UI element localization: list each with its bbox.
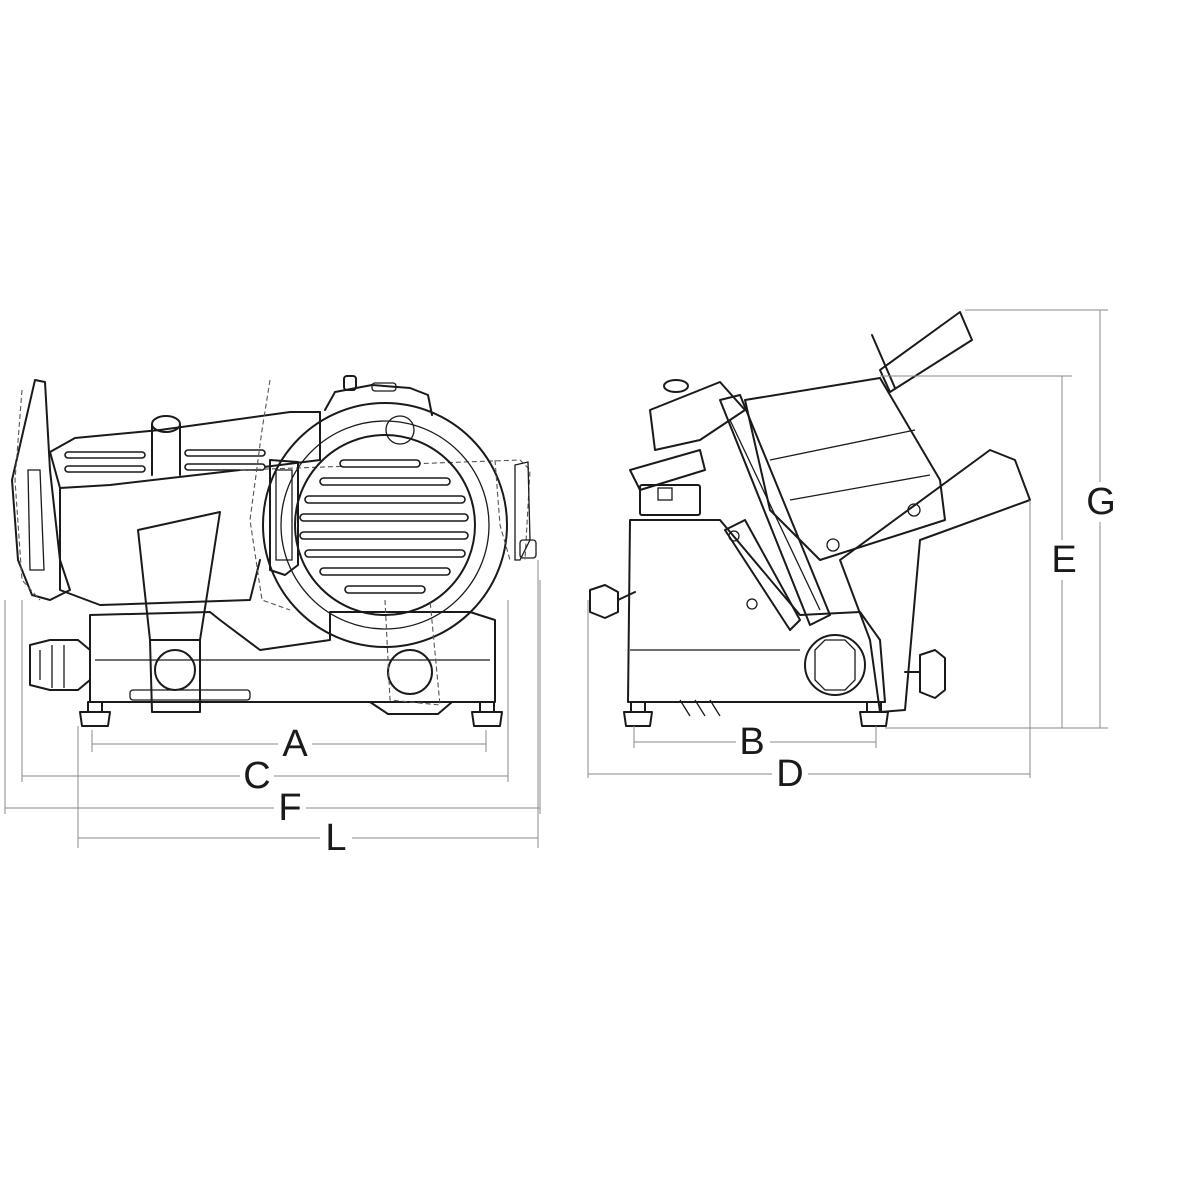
dim-label-f: F — [278, 787, 301, 829]
pusher-post — [151, 424, 181, 476]
blade — [294, 434, 476, 616]
carriage-handle — [137, 511, 221, 641]
base — [89, 611, 496, 703]
sharpener-knob — [387, 649, 433, 695]
sharpener — [514, 461, 531, 561]
dim-label-d: D — [776, 753, 803, 795]
foot-right — [471, 701, 503, 727]
carriage-lock-knob — [154, 649, 196, 691]
blade-guard-ring — [262, 402, 508, 648]
thickness-plate — [269, 459, 299, 576]
thickness-mechanism — [649, 381, 746, 451]
dim-label-b: B — [739, 721, 764, 763]
inclined-guide — [719, 394, 831, 626]
side-foot-left — [623, 701, 653, 727]
thickness-knob — [29, 639, 91, 691]
front-view — [11, 375, 537, 727]
dim-label-g: G — [1086, 481, 1116, 523]
side-body — [627, 519, 886, 703]
carriage-slots — [64, 449, 266, 473]
dim-label-c: C — [243, 755, 270, 797]
dimension-labels: A C F L B D E G — [240, 481, 1118, 859]
side-handle — [879, 311, 973, 393]
side-left-knob — [589, 584, 619, 619]
dim-label-e: E — [1051, 539, 1076, 581]
dimension-lines — [4, 309, 1108, 848]
side-foot-right — [859, 701, 889, 727]
blade-guard-top — [324, 384, 433, 416]
foot-left — [79, 701, 111, 727]
blade-housing — [744, 377, 946, 561]
dim-label-a: A — [282, 723, 308, 765]
side-right-knob — [919, 649, 946, 699]
blade-cover-slots — [299, 459, 469, 594]
side-big-knob — [804, 634, 866, 696]
side-view — [589, 311, 1031, 727]
product-tray — [11, 379, 71, 601]
side-tray — [839, 449, 1031, 713]
dim-label-l: L — [325, 817, 346, 859]
carriage-body — [49, 411, 321, 489]
